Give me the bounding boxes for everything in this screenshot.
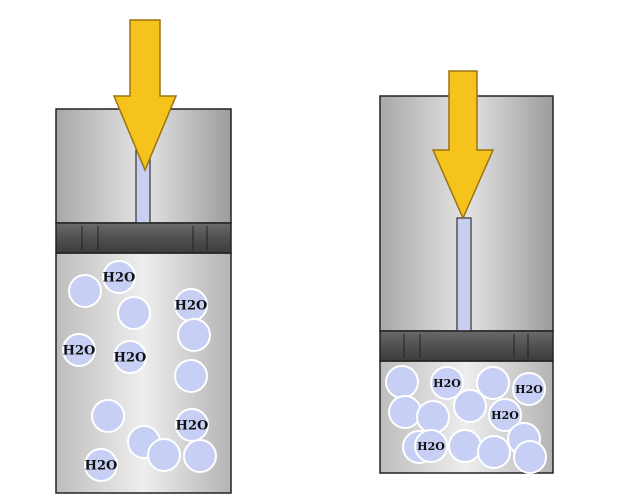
molecule-label: H2O [85, 459, 118, 474]
left-molecule-group: H2O H2O H2O H2O H2O H2O [62, 260, 217, 482]
molecule-label: H2O [114, 351, 147, 366]
water-molecule [414, 429, 448, 463]
left-force-arrow [112, 19, 178, 172]
right-force-arrow [431, 70, 495, 220]
molecule-label: H2O [433, 377, 461, 390]
water-molecule [183, 439, 217, 473]
water-molecule [385, 365, 419, 399]
right-piston-rod [456, 217, 472, 332]
water-molecule [177, 318, 211, 352]
water-molecule [62, 333, 96, 367]
water-molecule [513, 440, 547, 474]
water-molecule [113, 340, 147, 374]
molecule-label: H2O [176, 419, 209, 434]
water-molecule [84, 448, 118, 482]
molecule-label: H2O [63, 344, 96, 359]
molecule-label: H2O [417, 440, 445, 453]
water-molecule [147, 438, 181, 472]
right-piston-head [379, 330, 554, 362]
water-molecule [476, 366, 510, 400]
water-molecule [448, 429, 482, 463]
water-molecule [388, 395, 422, 429]
water-molecule [477, 435, 511, 469]
water-molecule [512, 372, 546, 406]
water-molecule [117, 296, 151, 330]
molecule-label: H2O [175, 299, 208, 314]
water-molecule [488, 398, 522, 432]
water-molecule [416, 400, 450, 434]
water-molecule [430, 366, 464, 400]
left-piston-head [55, 222, 232, 254]
left-cylinder: H2O H2O H2O H2O H2O H2O [55, 108, 232, 494]
molecule-label: H2O [103, 271, 136, 286]
water-molecule [91, 399, 125, 433]
water-molecule [102, 260, 136, 294]
water-molecule [68, 274, 102, 308]
molecule-label: H2O [515, 383, 543, 396]
right-molecule-group: H2O H2O H2O H2O [385, 365, 547, 474]
water-molecule [453, 389, 487, 423]
water-molecule [174, 359, 208, 393]
molecule-label: H2O [491, 409, 519, 422]
